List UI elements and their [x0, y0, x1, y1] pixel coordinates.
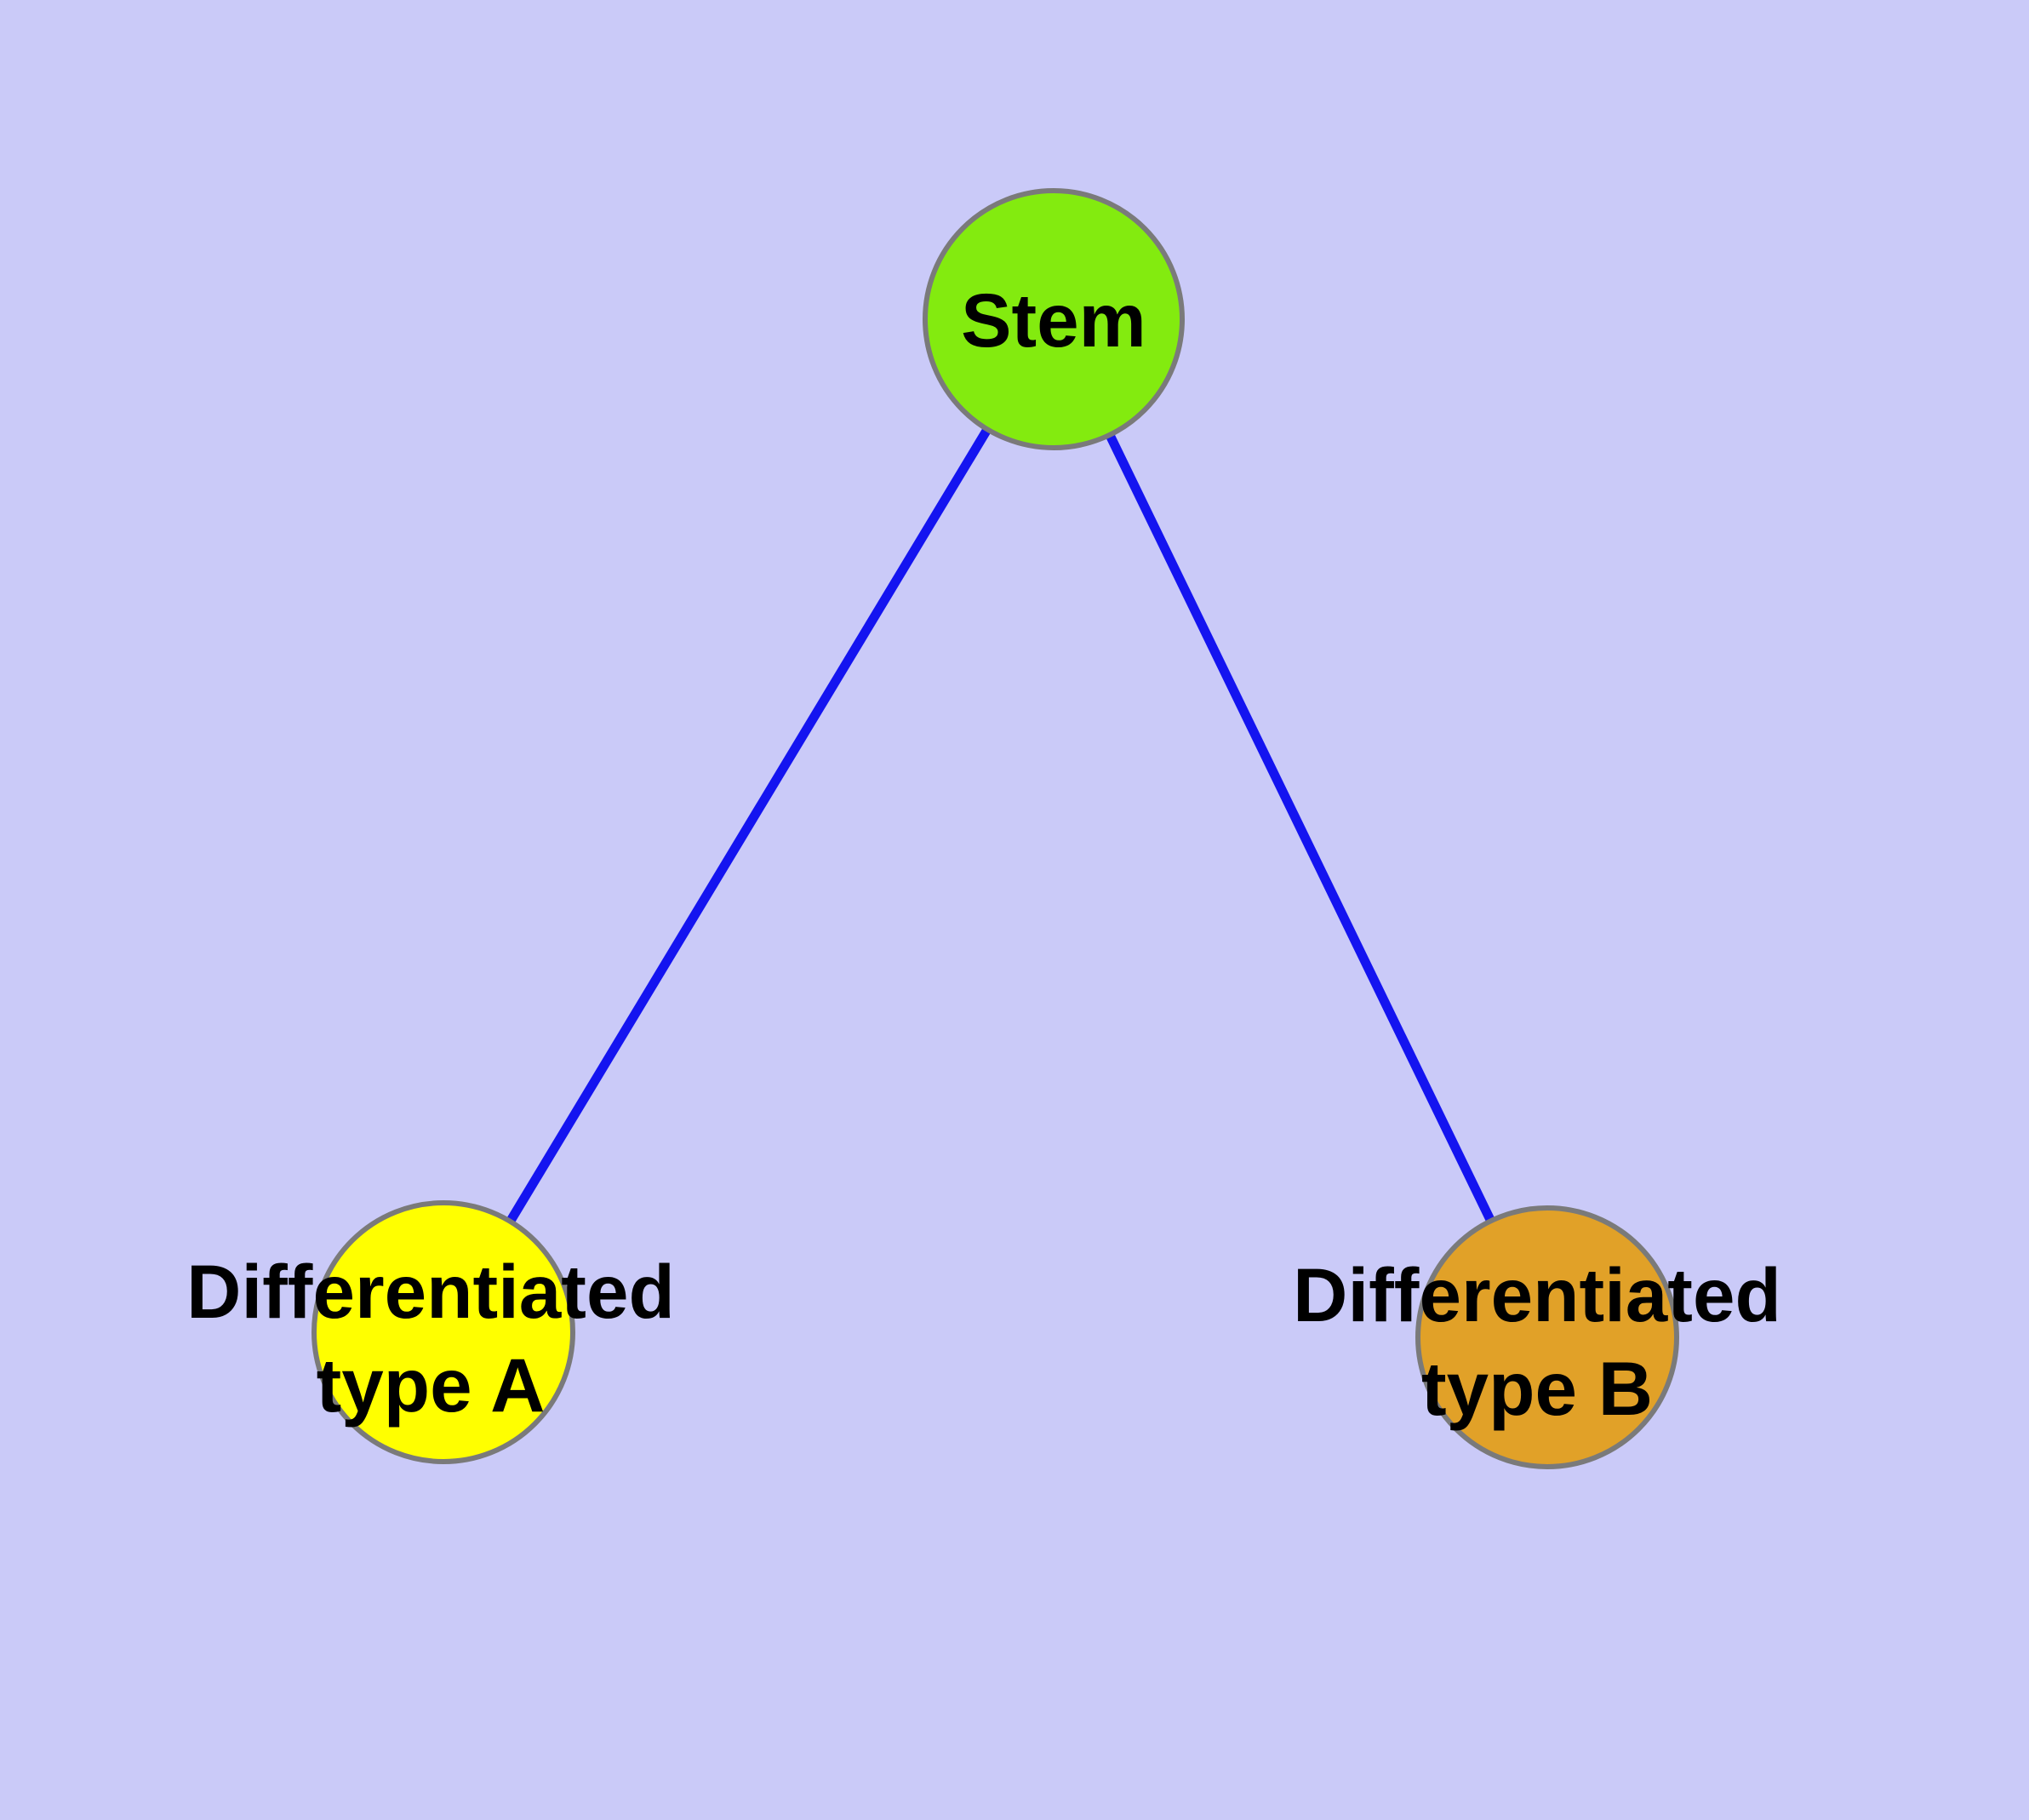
node-type-a-circle: [311, 1200, 575, 1464]
edge-stem-to-type-a: [439, 317, 1058, 1335]
node-stem-circle: [923, 188, 1185, 450]
node-type-a-label: Differentiated type A: [186, 1249, 675, 1428]
node-type-b-circle: [1415, 1205, 1679, 1469]
node-stem-label: Stem: [961, 278, 1146, 363]
edge-stem-to-type-b: [1049, 317, 1552, 1340]
node-type-b-label: Differentiated type B: [1293, 1252, 1781, 1431]
